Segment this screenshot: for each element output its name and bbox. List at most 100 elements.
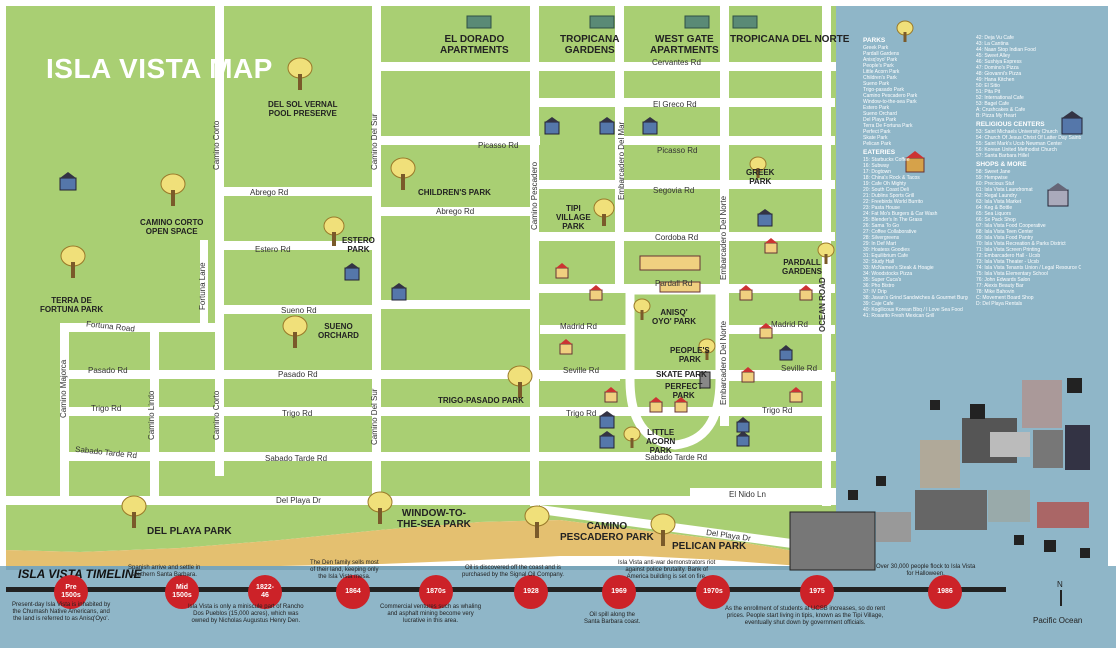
street-picasso-east: Picasso Rd: [657, 146, 698, 155]
place-trigo-pasado-park: TRIGO-PASADO PARK: [438, 396, 524, 405]
legend-entry: Pardall Gardens: [863, 51, 900, 57]
legend-entry: 69: Isla Vista Food Pantry: [976, 235, 1034, 241]
timeline-title: ISLA VISTA TIMELINE: [18, 567, 142, 581]
legend-entry: 25: Blender's In The Grass: [863, 217, 923, 223]
place-pelican-park: PELICAN PARK: [672, 541, 747, 552]
legend-entry: 64: Keg & Bottle: [976, 205, 1013, 211]
street-embarcadero-del-mar: Embarcadero Del Mar: [617, 121, 626, 200]
place-estero-park: ESTERO PARK: [342, 236, 375, 254]
legend-entry: 16: Subway: [863, 163, 890, 169]
legend-entry: 19: Cafe Oh Mighty: [863, 181, 907, 187]
legend-entry: 15: Starbucks Coffee: [863, 157, 910, 163]
place-del-sol-vernal-pool: DEL SOL VERNAL POOL PRESERVE: [268, 100, 338, 118]
timeline-dot: 1970s: [696, 575, 730, 609]
place-skate-park: SKATE PARK: [656, 370, 707, 379]
apartment-markers: [466, 15, 758, 29]
timeline-dot: 1870s: [419, 575, 453, 609]
place-anisq-oyo-park: ANISQ' OYO' PARK: [652, 308, 696, 326]
street-ocean-road: OCEAN ROAD: [818, 277, 827, 332]
legend-entry: 28: Silvergreens: [863, 235, 900, 241]
legend-entry: 50: El Sitio: [976, 83, 1000, 89]
timeline-dot: 1864: [336, 575, 370, 609]
timeline-event-1975: As the enrollment of students at UCSB in…: [725, 606, 886, 626]
street-cervantes: Cervantes Rd: [652, 58, 701, 67]
street-segovia: Segovia Rd: [653, 186, 695, 195]
land-area: [6, 6, 836, 560]
timeline-dot: 1822- 46: [248, 575, 282, 609]
street-abrego-west: Abrego Rd: [250, 188, 289, 197]
legend-entry: 41: Rosarito Fresh Mexican Grill: [863, 313, 935, 319]
map-title: ISLA VISTA MAP: [46, 53, 273, 84]
timeline-dot: 1975: [800, 575, 834, 609]
legend-eateries-title: EATERIES: [863, 149, 896, 156]
timeline-event-1970: Isla Vista anti-war demonstrators riot a…: [618, 560, 716, 580]
legend-entry: Camino Pescadero Park: [863, 93, 918, 99]
legend-entry: 63: Isla Vista Market: [976, 199, 1022, 205]
legend-entry: 61: Isla Vista Laundromat: [976, 187, 1033, 193]
legend-entry: 72: Embarcadero Hall - Ucsb: [976, 253, 1041, 259]
place-tropicana-del-norte: TROPICANA DEL NORTE: [730, 34, 850, 45]
street-camino-majorca: Camino Majorca: [59, 359, 68, 418]
legend-entry: B: Pizza My Heart: [976, 113, 1017, 119]
street-madrid-east: Madrid Rd: [771, 320, 808, 329]
street-pardall: Pardall Rd: [655, 279, 693, 288]
legend-entry: Terra De Fortuna Park: [863, 123, 913, 129]
street-madrid-west: Madrid Rd: [560, 322, 597, 331]
legend-entry: Window-to-the-sea Park: [863, 99, 917, 105]
legend-entry: Children's Park: [863, 75, 897, 81]
place-perfect-park: PERFECT PARK: [665, 382, 703, 400]
timeline-dot: 1928: [514, 575, 548, 609]
legend-entry: Sueno Orchard: [863, 111, 897, 117]
legend-entry: 34: Woodstocks Pizza: [863, 271, 913, 277]
compass-north-label: N: [1057, 580, 1063, 589]
legend-entry: 65: Sea Liquors: [976, 211, 1012, 217]
street-estero: Estero Rd: [255, 245, 291, 254]
timeline-event-1969: Oil spill along the Santa Barbara coast.: [584, 612, 641, 625]
legend-entry: 26: Sama To Go: [863, 223, 900, 229]
legend-entry: 44: Naan Stop Indian Food: [976, 47, 1036, 53]
legend-entry: 40: Kogilicous Korean Bbq / I Love Sea F…: [863, 307, 963, 313]
legend-entry: 46: Sushiya Express: [976, 59, 1022, 65]
legend-entry: 35: Super Cuca's: [863, 277, 902, 283]
place-tropicana-gardens: TROPICANA GARDENS: [560, 34, 620, 56]
street-trigo-middle: Trigo Rd: [282, 409, 313, 418]
street-camino-del-sur-south: Camino Del Sur: [370, 388, 379, 445]
legend-entry: 39: Caje Cafe: [863, 301, 894, 307]
legend-entry: 20: South Coast Deli: [863, 187, 909, 193]
legend-shops-title: SHOPS & MORE: [976, 161, 1027, 168]
legend-entry: 76: John Edwards Salon: [976, 277, 1031, 283]
legend-entry: 22: Freebirds World Burrito: [863, 199, 923, 205]
timeline-event-1864: The Den family sells most of their land,…: [310, 560, 379, 580]
legend-entry: Skate Park: [863, 135, 888, 141]
street-pasado-east: Pasado Rd: [278, 370, 318, 379]
place-sueno-orchard: SUENO ORCHARD: [318, 322, 359, 340]
legend-entry: Greek Park: [863, 45, 889, 51]
legend-entry: Anisq'oyo' Park: [863, 57, 898, 63]
legend-entry: People's Park: [863, 63, 894, 69]
place-west-gate: WEST GATE APARTMENTS: [650, 34, 719, 56]
street-camino-pescadero: Camino Pescadero: [530, 161, 539, 230]
street-fortuna-lane: Fortuna Lane: [198, 262, 207, 310]
timeline-dot: 1969: [602, 575, 636, 609]
street-trigo-center: Trigo Rd: [566, 409, 597, 418]
place-tipi-village: TIPI VILLAGE PARK: [556, 204, 591, 231]
legend-entry: 33: McNamee's Steak & Hoagie: [863, 265, 934, 271]
legend-entry: 75: Isla Vista Elementary School: [976, 271, 1048, 277]
street-el-greco: El Greco Rd: [653, 100, 697, 109]
street-cordoba: Cordoba Rd: [655, 233, 699, 242]
legend-entry: 51: Pita Pit: [976, 89, 1001, 95]
street-sueno: Sueno Rd: [281, 306, 317, 315]
legend-entry: 71: Isla Vista Screen Printing: [976, 247, 1041, 253]
legend-entry: 47: Domino's Pizza: [976, 65, 1019, 71]
legend-entry: 23: Pasta House: [863, 205, 900, 211]
street-sabado-middle: Sabado Tarde Rd: [265, 454, 328, 463]
timeline-dot: Pre 1500s: [54, 575, 88, 609]
legend-entry: Del Playa Park: [863, 117, 897, 123]
legend-entry: 67: Isla Vista Food Cooperative: [976, 223, 1046, 229]
legend-parks-title: PARKS: [863, 37, 886, 44]
legend-entry: 52: International Cafe: [976, 95, 1024, 101]
